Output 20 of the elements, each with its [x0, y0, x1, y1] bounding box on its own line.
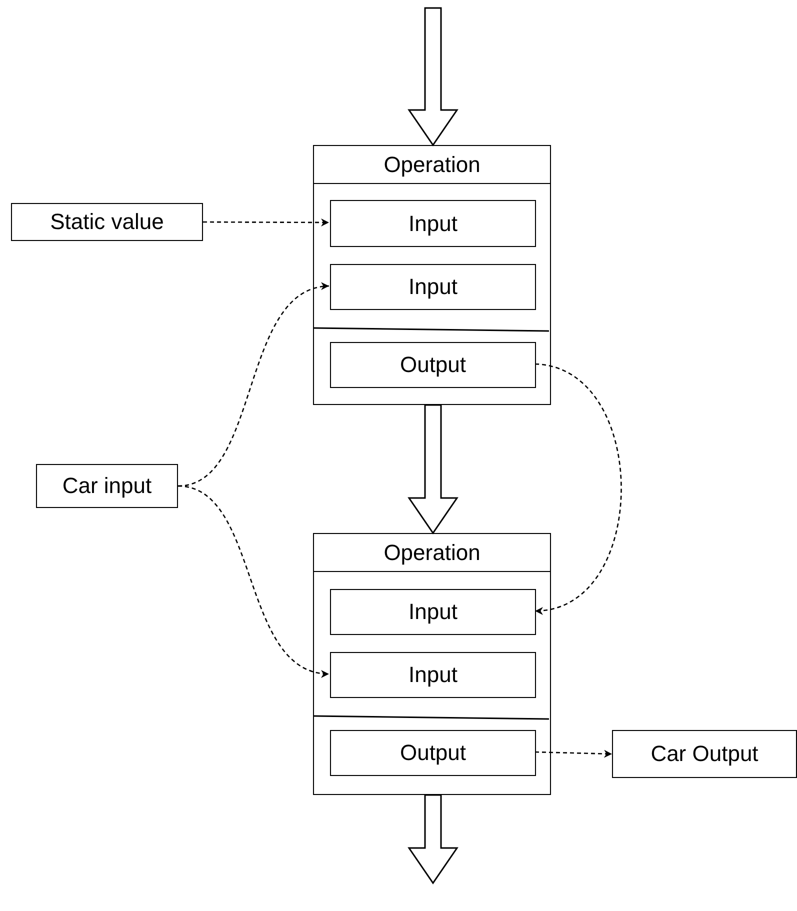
- panel-title: Operation: [384, 152, 480, 178]
- operation-panel: [313, 533, 551, 795]
- block-arrow: [408, 794, 458, 884]
- process-box: Output: [330, 342, 536, 388]
- block-arrow: [408, 7, 458, 146]
- process-box: Input: [330, 589, 536, 635]
- process-box: Input: [330, 652, 536, 698]
- process-box: Static value: [11, 203, 203, 241]
- operation-panel: [313, 145, 551, 405]
- process-box: Car input: [36, 464, 178, 508]
- process-box: Car Output: [612, 730, 797, 778]
- process-box: Output: [330, 730, 536, 776]
- process-box: Input: [330, 264, 536, 310]
- arrow: [178, 485, 330, 676]
- process-box: Input: [330, 200, 536, 247]
- arrow: [203, 218, 329, 226]
- arrow: [534, 750, 612, 758]
- panel-title: Operation: [384, 540, 480, 566]
- arrow: [534, 363, 622, 614]
- block-arrow: [408, 404, 458, 534]
